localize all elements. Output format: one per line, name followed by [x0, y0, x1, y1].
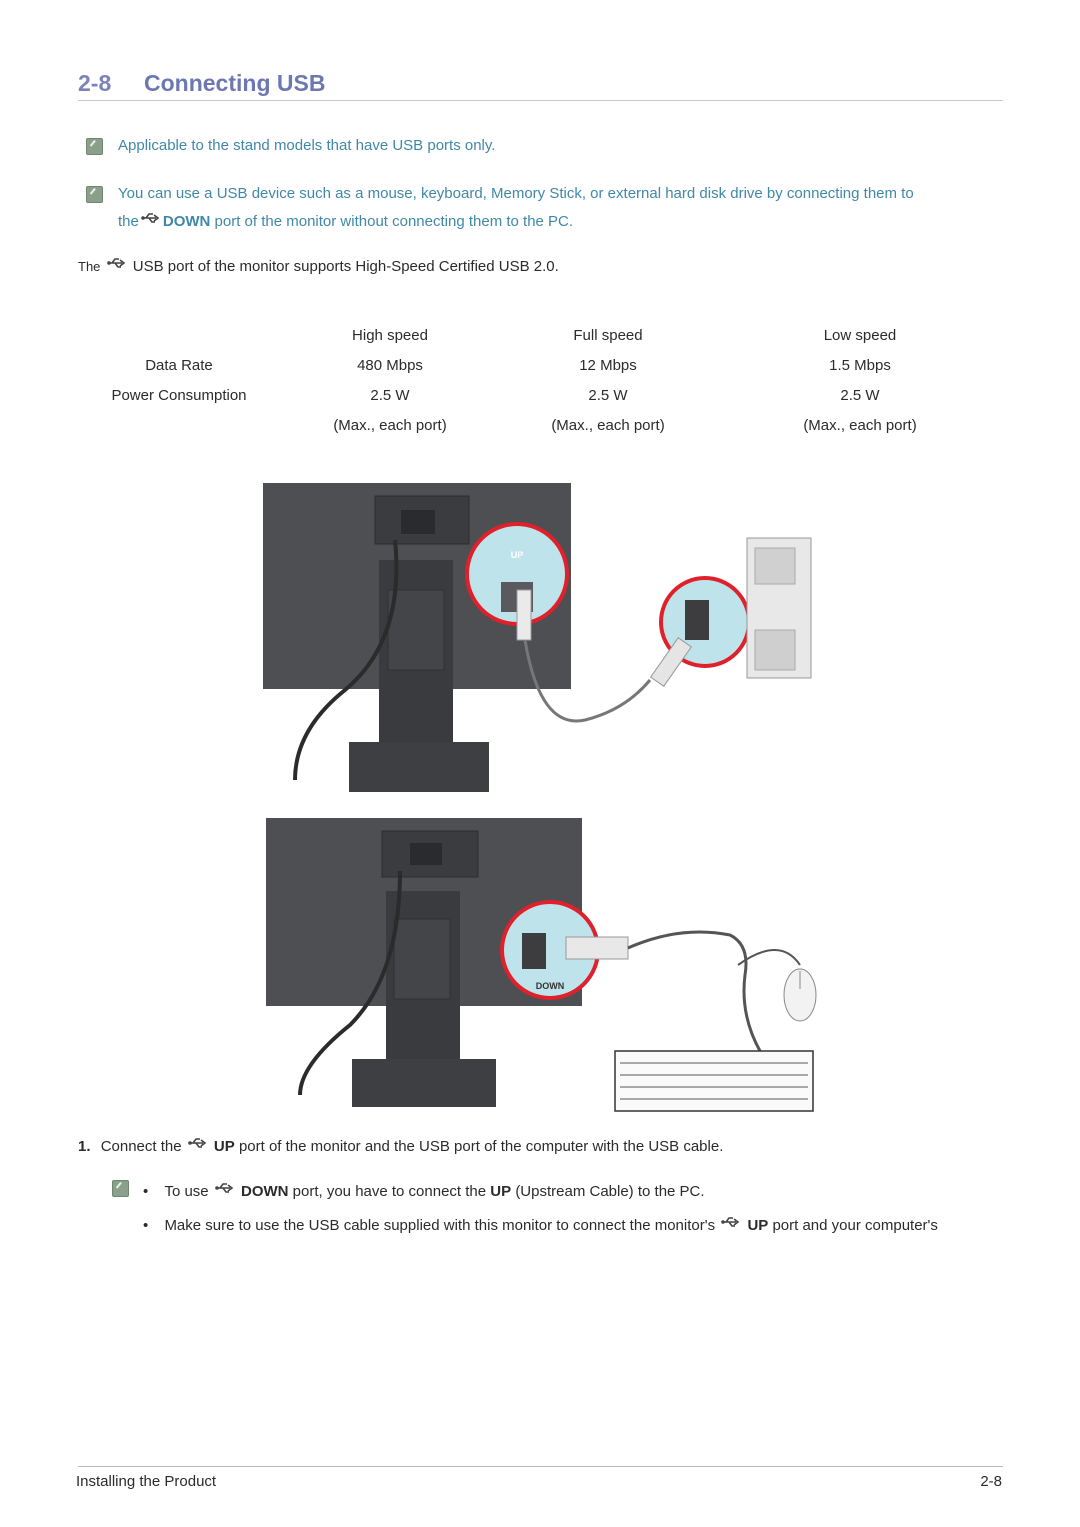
mouse-illustration [783, 968, 817, 1022]
table-cell: (Max., each port) [803, 416, 917, 434]
up-label: UP [511, 550, 524, 560]
note-prefix: the [118, 213, 139, 230]
table-header-cell [78, 320, 280, 350]
usb-icon [141, 213, 160, 223]
figure-down-connection: DOWN [266, 818, 817, 1112]
footer-chapter: Installing the Product [76, 1473, 217, 1490]
table-header-cell: High speed [352, 326, 428, 344]
table-header-row: High speed Full speed Low speed [78, 320, 1004, 350]
step-number: 1. [78, 1138, 91, 1155]
intro-line: The USB port of the monitor supports Hig… [78, 258, 559, 275]
note-usb-devices: You can use a USB device such as a mouse… [118, 180, 998, 236]
usb-cable [523, 639, 652, 723]
usb-icon [187, 1138, 207, 1148]
usb-spec-table: High speed Full speed Low speed Data Rat… [78, 320, 1004, 440]
note-icon [112, 1180, 129, 1197]
section-number: 2-8 [78, 70, 112, 96]
down-label: DOWN [536, 981, 565, 991]
table-row: Power Consumption 2.5 W 2.5 W 2.5 W [78, 380, 1004, 410]
pc-port-callout [649, 576, 751, 687]
bullet-text: (Upstream Cable) to the PC. [515, 1183, 705, 1200]
footer-divider [78, 1466, 1003, 1467]
up-port-label: UP [747, 1217, 769, 1234]
usb-icon [721, 1217, 740, 1227]
note-icon [86, 138, 103, 155]
up-port-label: UP [490, 1183, 512, 1200]
table-cell [78, 410, 280, 440]
note-suffix: port of the monitor without connecting t… [214, 213, 574, 230]
table-cell: Data Rate [145, 356, 213, 374]
bullet-text: To use [164, 1183, 209, 1200]
bullet-text: port, you have to connect the [292, 1183, 487, 1200]
usb-icon [215, 1183, 234, 1193]
table-header-cell: Low speed [823, 326, 897, 344]
intro-suffix: USB port of the monitor supports High-Sp… [132, 258, 559, 275]
table-cell: (Max., each port) [551, 416, 665, 434]
table-cell: 12 Mbps [579, 356, 637, 374]
bullet-item: • Make sure to use the USB cable supplie… [143, 1217, 938, 1234]
up-port-label: UP [213, 1138, 235, 1155]
note-stand-models: Applicable to the stand models that have… [118, 132, 495, 160]
note-line: You can use a USB device such as a mouse… [118, 185, 914, 202]
step-1: 1. Connect the UP port of the monitor an… [78, 1138, 723, 1155]
down-port-label: DOWN [240, 1183, 289, 1200]
bullet-symbol: • [143, 1217, 149, 1234]
step-suffix: port of the monitor and the USB port of … [238, 1138, 724, 1155]
table-cell: 2.5 W [370, 386, 410, 404]
footer-page-number: 2-8 [980, 1473, 1002, 1490]
usb-icon [106, 258, 125, 268]
usb-cable [627, 930, 801, 1052]
section-title: Connecting USB [144, 70, 326, 96]
note-icon [86, 186, 103, 203]
table-cell: (Max., each port) [333, 416, 447, 434]
down-port-callout: DOWN [500, 900, 629, 1000]
down-port-label: DOWN [162, 213, 211, 230]
pc-tower-illustration [746, 537, 812, 679]
step-prefix: Connect the [100, 1138, 182, 1155]
table-cell: 2.5 W [588, 386, 628, 404]
table-cell: 1.5 Mbps [829, 356, 891, 374]
table-cell: Power Consumption [111, 386, 247, 404]
bullet-text: Make sure to use the USB cable supplied … [164, 1217, 716, 1234]
table-row: Data Rate 480 Mbps 12 Mbps 1.5 Mbps [78, 350, 1004, 380]
bullet-text: port and your computer's [772, 1217, 938, 1234]
table-header-cell: Full speed [573, 326, 643, 344]
intro-prefix: The [78, 259, 101, 274]
table-cell: 2.5 W [840, 386, 880, 404]
table-row: (Max., each port) (Max., each port) (Max… [78, 410, 1004, 440]
up-port-callout: UP [465, 522, 569, 641]
note-text: Applicable to the stand models that have… [118, 137, 496, 154]
bullet-symbol: • [143, 1183, 149, 1200]
section-heading: 2-8 Connecting USB [78, 66, 1003, 101]
bullet-item: • To use DOWN port, you have to connect … [143, 1183, 705, 1200]
figure-up-connection: UP [263, 483, 812, 792]
table-cell: 480 Mbps [357, 356, 423, 374]
keyboard-illustration [614, 1050, 814, 1112]
